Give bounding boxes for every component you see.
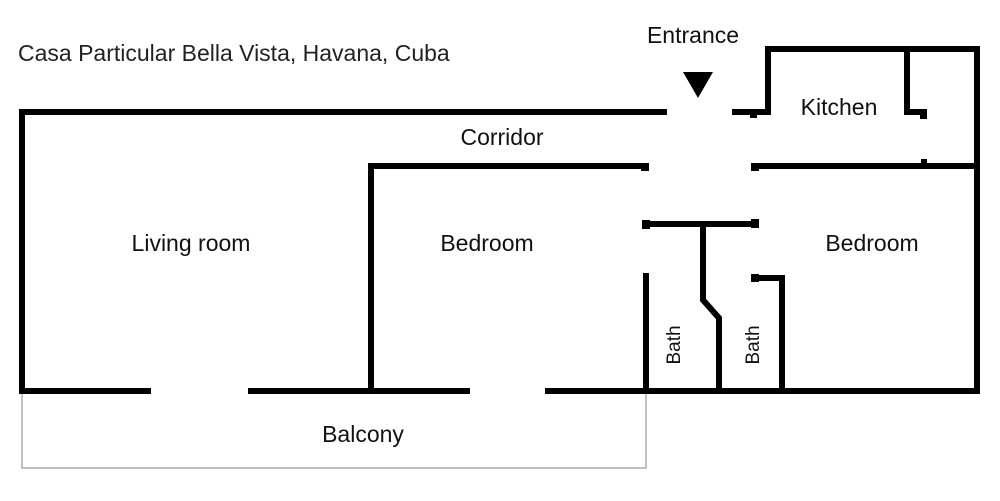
wall-kitchen-inner: [904, 46, 927, 115]
door-jamb: [921, 159, 927, 165]
room-label-bedroom-middle: Bedroom: [440, 230, 533, 256]
door-jamb: [751, 274, 759, 282]
balcony-outline: [21, 393, 647, 469]
door-jamb: [750, 111, 757, 118]
room-label-balcony: Balcony: [322, 421, 404, 447]
door-jambs: [641, 111, 927, 282]
wall-bedroom-middle: [368, 163, 644, 394]
room-label-corridor: Corridor: [460, 124, 543, 150]
door-jamb: [751, 219, 759, 228]
door-jamb: [642, 220, 650, 229]
door-jamb: [751, 163, 759, 171]
room-label-bath-right: Bath: [743, 325, 764, 364]
door-jamb: [641, 163, 649, 171]
room-label-living-room: Living room: [132, 230, 251, 256]
wall-living-outer: [19, 109, 667, 394]
door-jamb: [920, 111, 927, 119]
entrance-arrow-icon: [683, 72, 713, 98]
entrance-label: Entrance: [647, 22, 739, 48]
wall-bath-divider: [700, 221, 722, 394]
room-label-bath-left: Bath: [664, 325, 685, 364]
plan-title: Casa Particular Bella Vista, Havana, Cub…: [18, 40, 450, 66]
wall-bath-right: [751, 275, 785, 394]
room-label-bedroom-right: Bedroom: [825, 230, 918, 256]
room-label-kitchen: Kitchen: [801, 94, 878, 120]
